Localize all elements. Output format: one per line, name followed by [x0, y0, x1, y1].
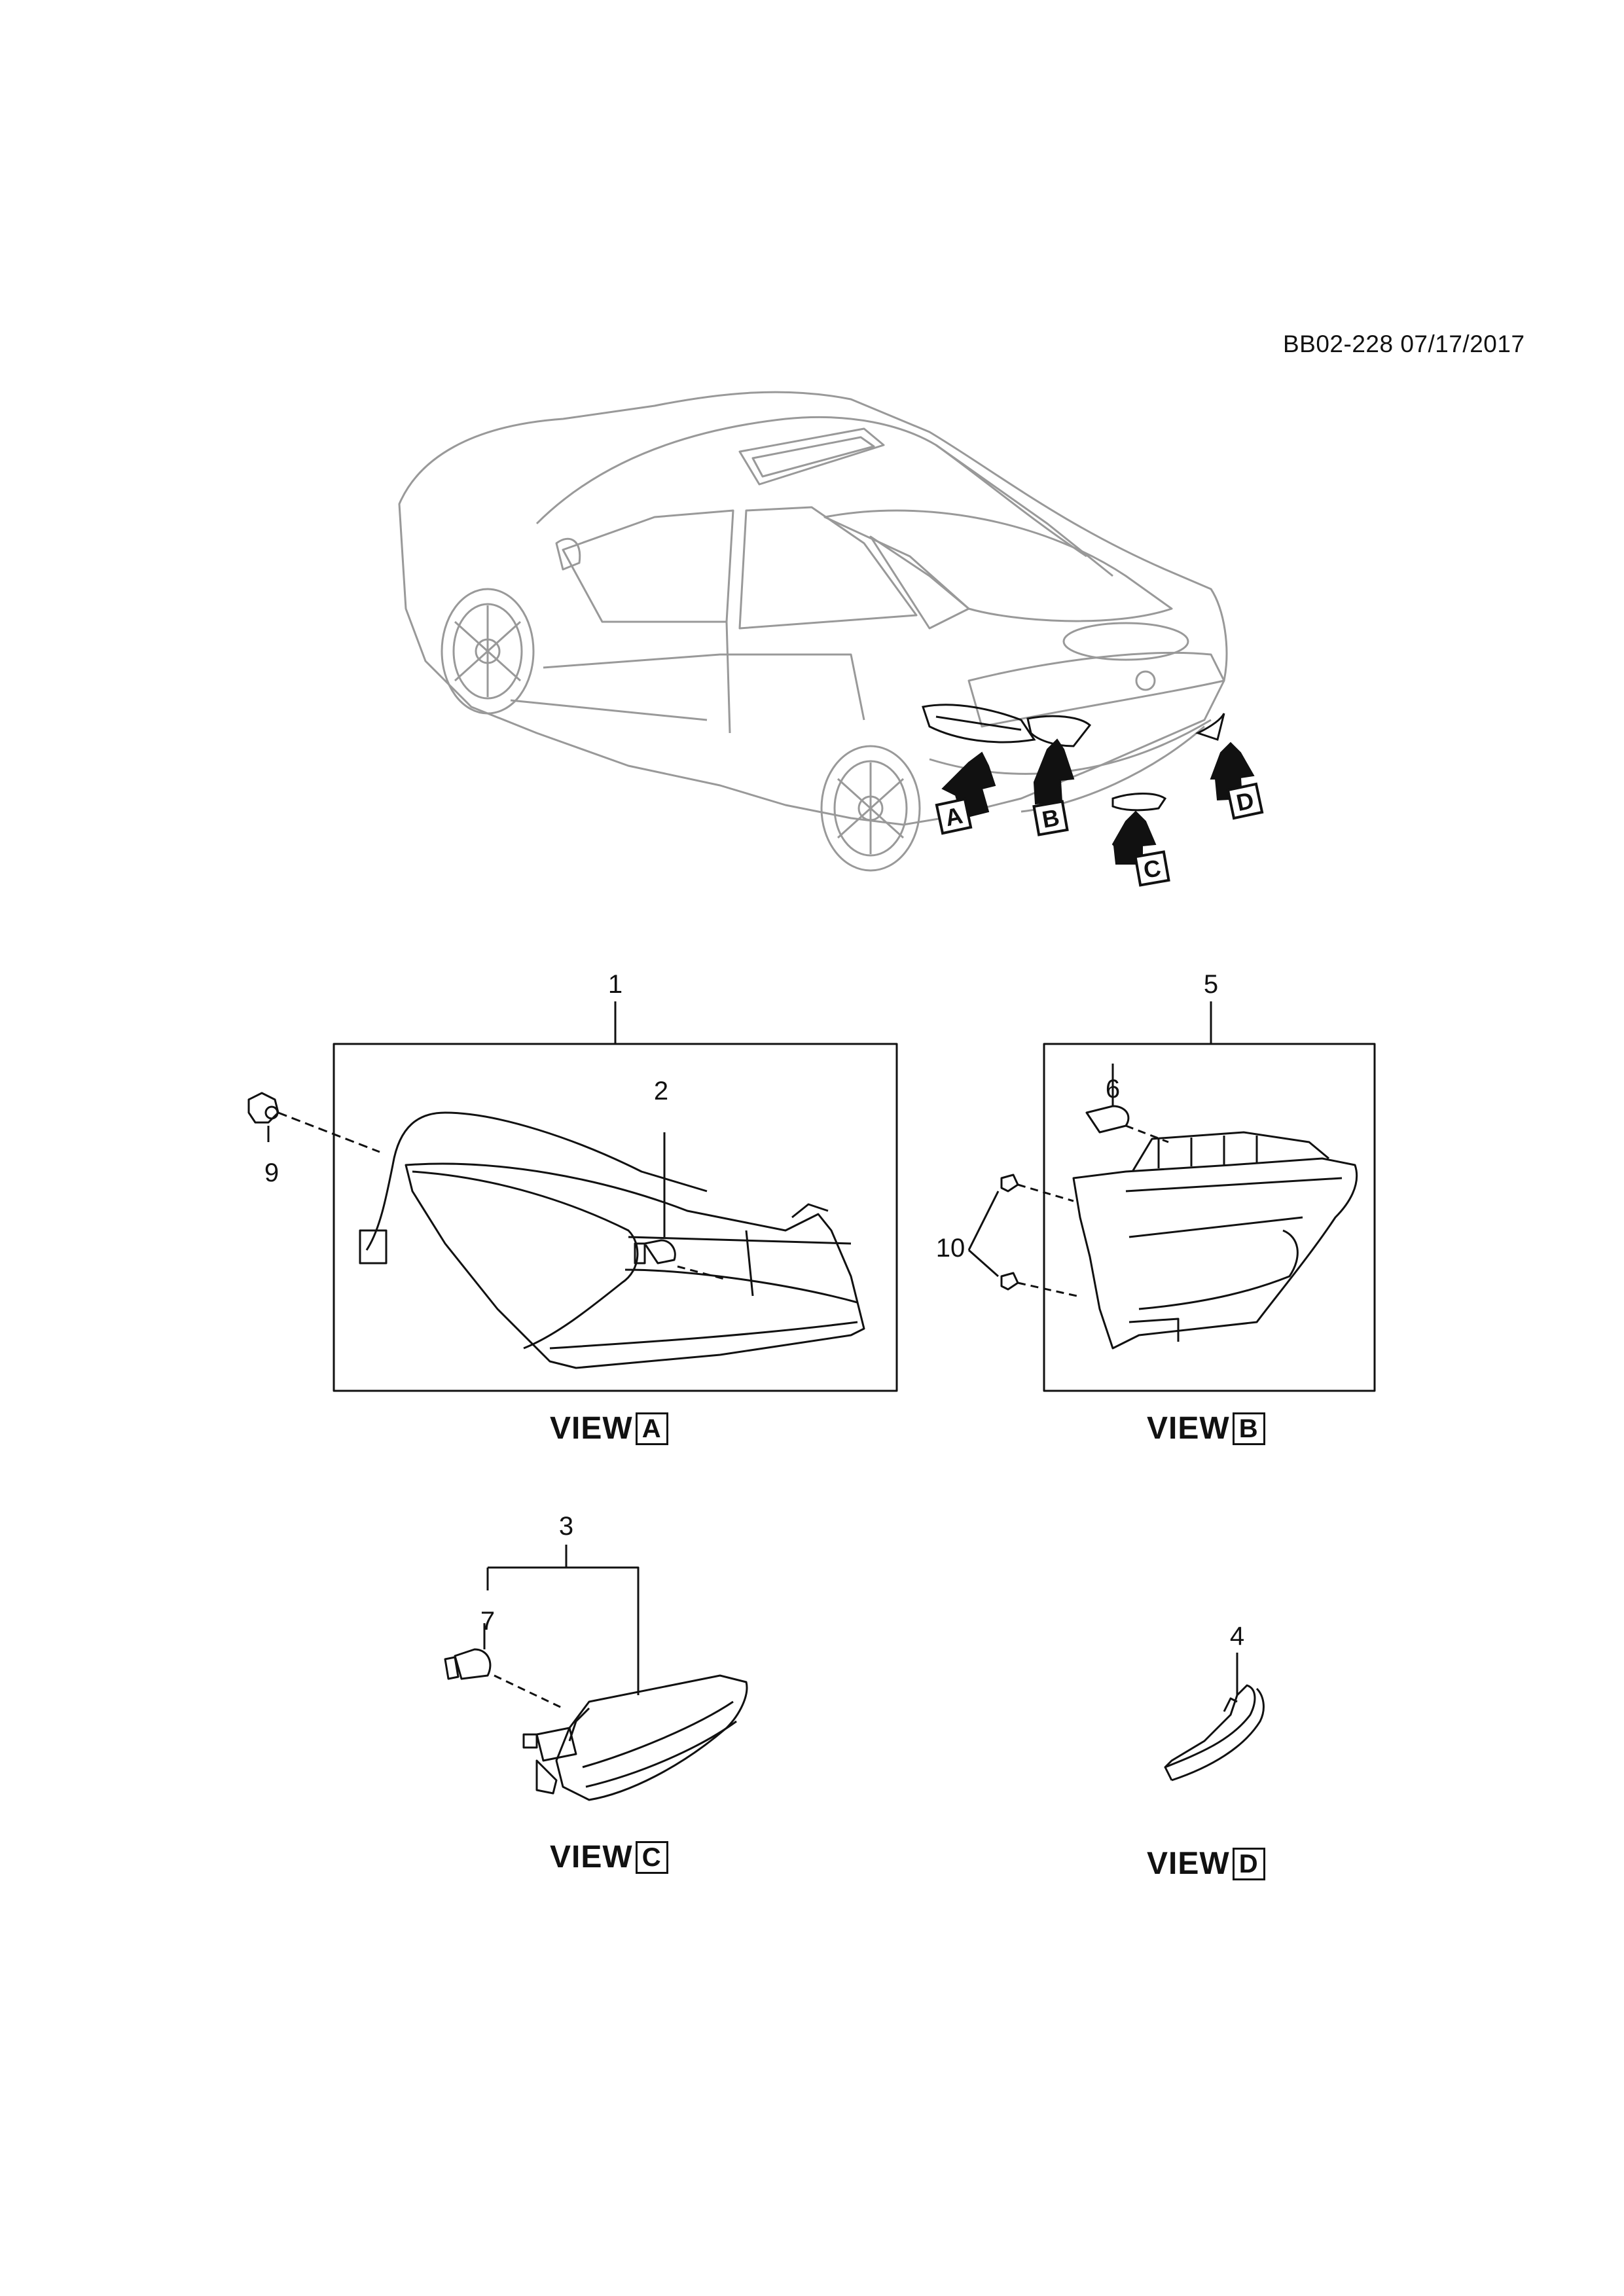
callout-3: 3 — [558, 1512, 574, 1541]
view-d-group — [1164, 1653, 1265, 1782]
view-b-group — [967, 1001, 1376, 1392]
view-b-word: VIEW — [1147, 1411, 1230, 1446]
view-b-frame — [1043, 1043, 1376, 1392]
vehicle-illustration — [398, 391, 1228, 872]
view-a-letter: A — [635, 1412, 668, 1445]
arrow-label-boxes — [935, 782, 1264, 887]
view-c-word: VIEW — [550, 1840, 633, 1874]
document-id: BB02-228 07/17/2017 — [1283, 331, 1525, 357]
view-a-group — [247, 1001, 898, 1392]
view-a-word: VIEW — [550, 1411, 633, 1446]
arrow-b — [1034, 738, 1075, 805]
bulb-6 — [1085, 1105, 1130, 1134]
vehicle-lamps — [922, 704, 1225, 812]
callout-10: 10 — [935, 1234, 965, 1263]
callout-5: 5 — [1203, 970, 1219, 999]
view-c-letter: C — [635, 1840, 668, 1874]
view-d-letter: D — [1232, 1847, 1265, 1880]
view-d-title: VIEW D — [1147, 1846, 1265, 1882]
view-a-title: VIEW A — [550, 1410, 668, 1446]
reflex-lamp-c — [555, 1674, 748, 1801]
outer-tail-lamp — [405, 1162, 865, 1369]
view-b-letter: B — [1232, 1412, 1265, 1445]
bulb-2 — [634, 1239, 676, 1265]
screw-10-upper — [1000, 1174, 1019, 1193]
view-c-group — [444, 1545, 748, 1801]
view-c-title: VIEW C — [550, 1839, 668, 1875]
callout-1: 1 — [607, 970, 623, 999]
arrow-label-letters: A B C D — [943, 787, 1256, 884]
inner-tail-lamp — [1072, 1157, 1358, 1350]
reflector-d — [1164, 1684, 1256, 1768]
bulb-7 — [444, 1648, 492, 1680]
view-d-word: VIEW — [1147, 1846, 1230, 1881]
callout-4: 4 — [1229, 1622, 1245, 1651]
bracket-3 — [486, 1545, 640, 1695]
view-b-title: VIEW B — [1147, 1410, 1265, 1446]
callout-7: 7 — [480, 1607, 496, 1636]
callout-6: 6 — [1105, 1075, 1121, 1103]
screw-10-lower — [1000, 1272, 1019, 1291]
arrow-d — [1210, 742, 1255, 801]
callout-9: 9 — [264, 1158, 280, 1187]
view-arrows — [941, 738, 1255, 865]
arrow-c — [1111, 810, 1157, 865]
callout-2: 2 — [653, 1077, 669, 1105]
